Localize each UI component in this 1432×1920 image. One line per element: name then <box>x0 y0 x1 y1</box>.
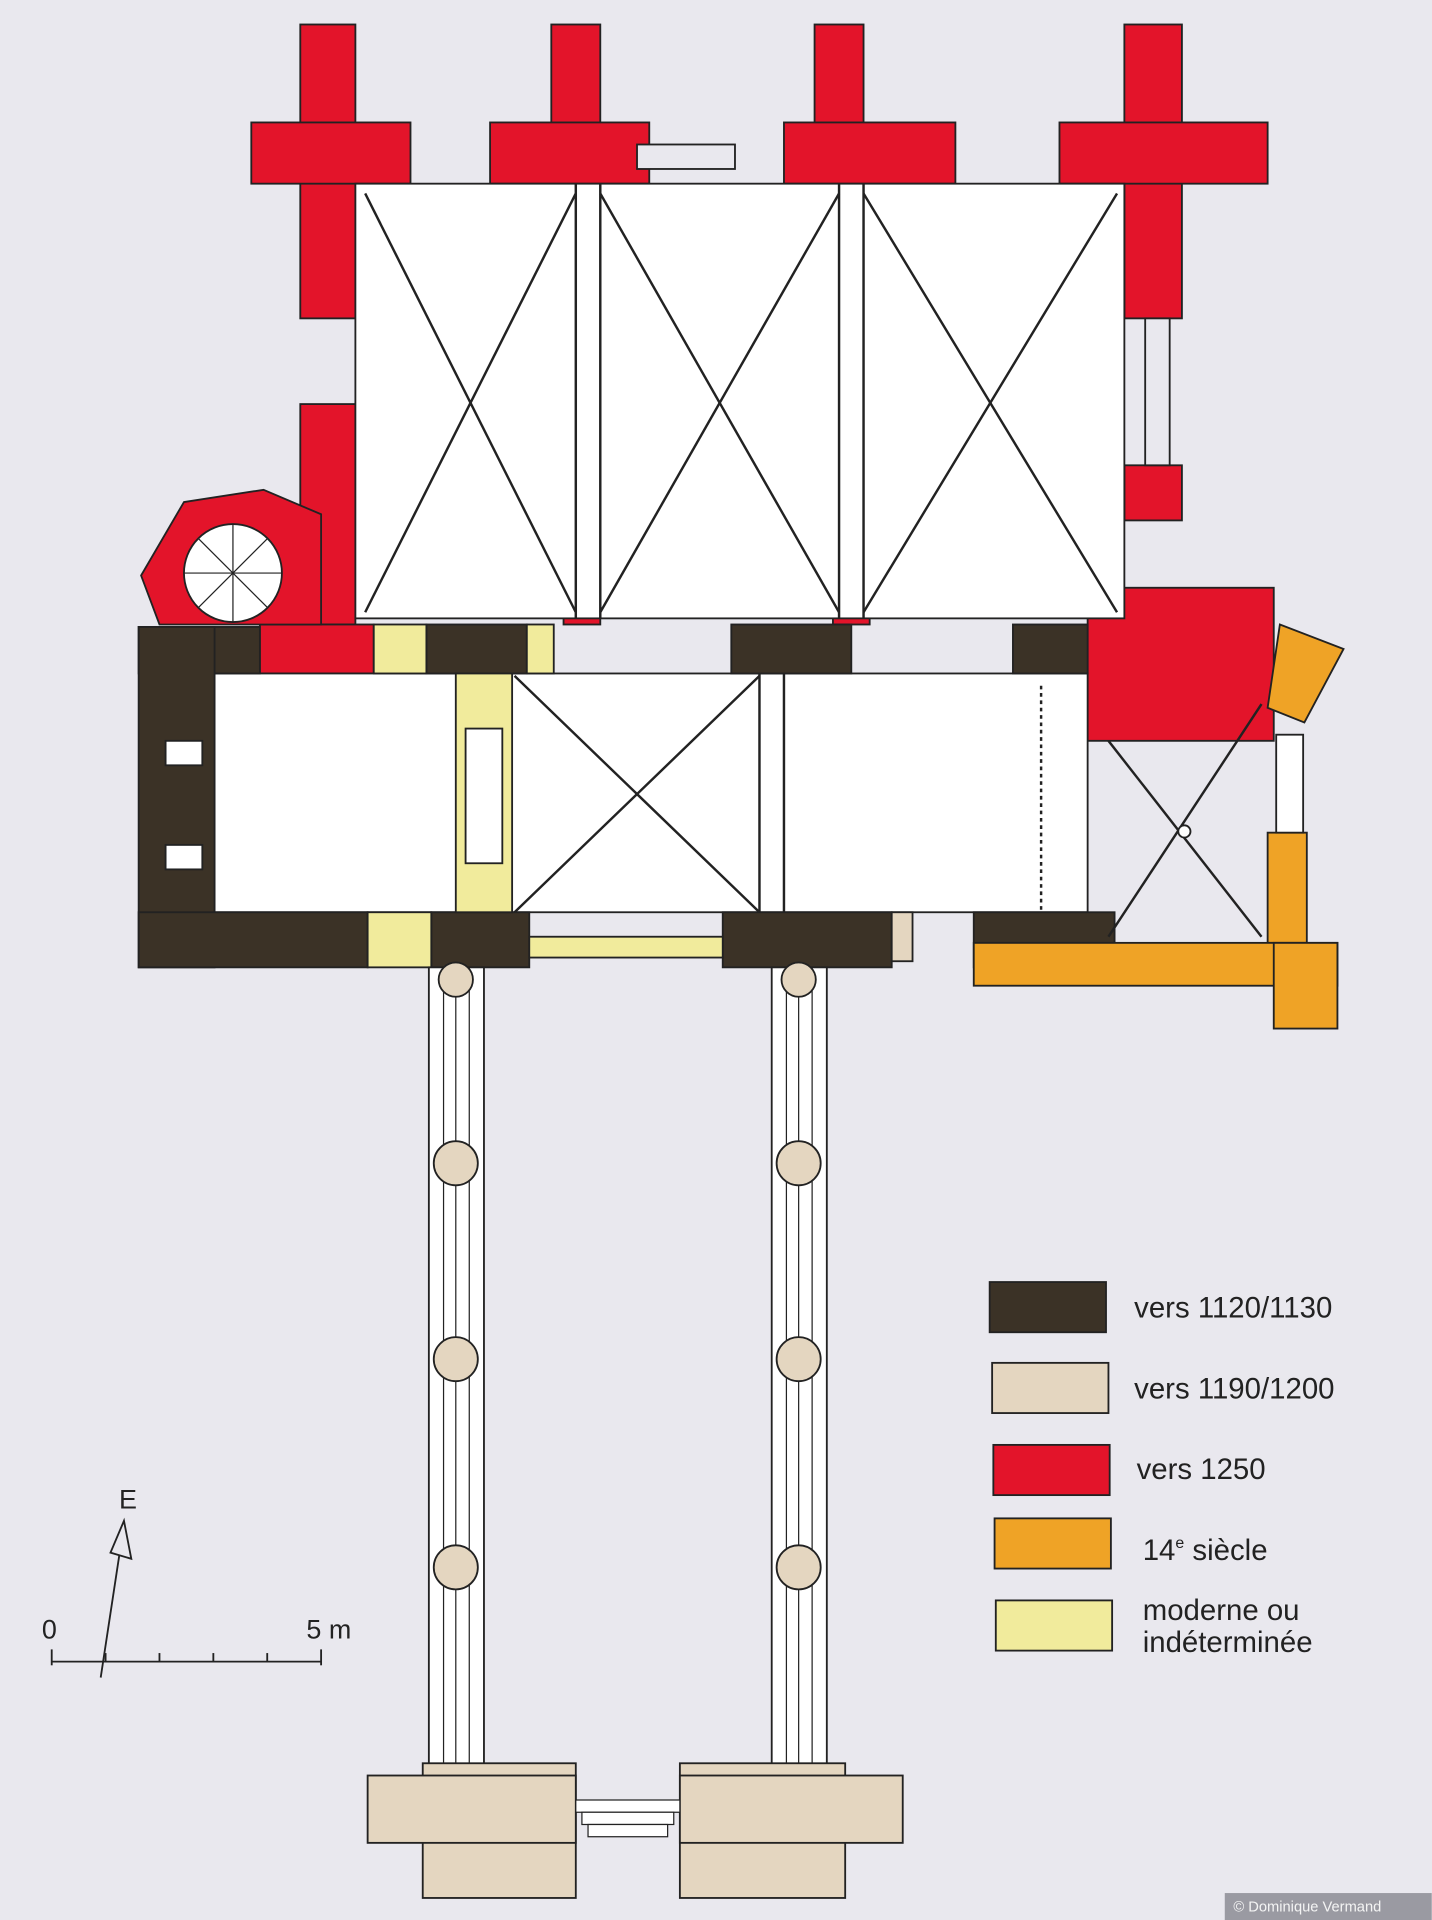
legend-swatch-14th <box>993 1517 1112 1570</box>
legend-swatch-1250 <box>992 1443 1111 1497</box>
north-arrow <box>99 1517 133 1678</box>
scale-bar <box>50 1649 323 1666</box>
scale-end: 5 m <box>306 1614 351 1644</box>
legend-swatch-1190 <box>991 1361 1110 1414</box>
legend <box>988 1281 1114 1652</box>
aisle-1190 <box>366 961 904 1899</box>
legend-swatch-modern <box>994 1599 1114 1652</box>
walls-modern <box>366 623 724 969</box>
legend-label: moderne ou <box>1143 1594 1300 1627</box>
scale-start: 0 <box>42 1614 57 1644</box>
copyright-bg <box>1224 1893 1432 1920</box>
chapel-1250 <box>140 23 1275 742</box>
legend-label: indéterminée <box>1143 1626 1313 1659</box>
legend-label: 14e siècle <box>1143 1534 1268 1567</box>
walls-14th-century <box>972 623 1345 1030</box>
legend-label: vers 1190/1200 <box>1134 1372 1334 1405</box>
compass-label: E <box>119 1485 137 1515</box>
legend-label: vers 1250 <box>1137 1453 1266 1486</box>
legend-label: vers 1120/1130 <box>1134 1292 1332 1325</box>
copyright: © Dominique Vermand <box>1233 1899 1381 1915</box>
legend-swatch-1120 <box>988 1281 1107 1334</box>
